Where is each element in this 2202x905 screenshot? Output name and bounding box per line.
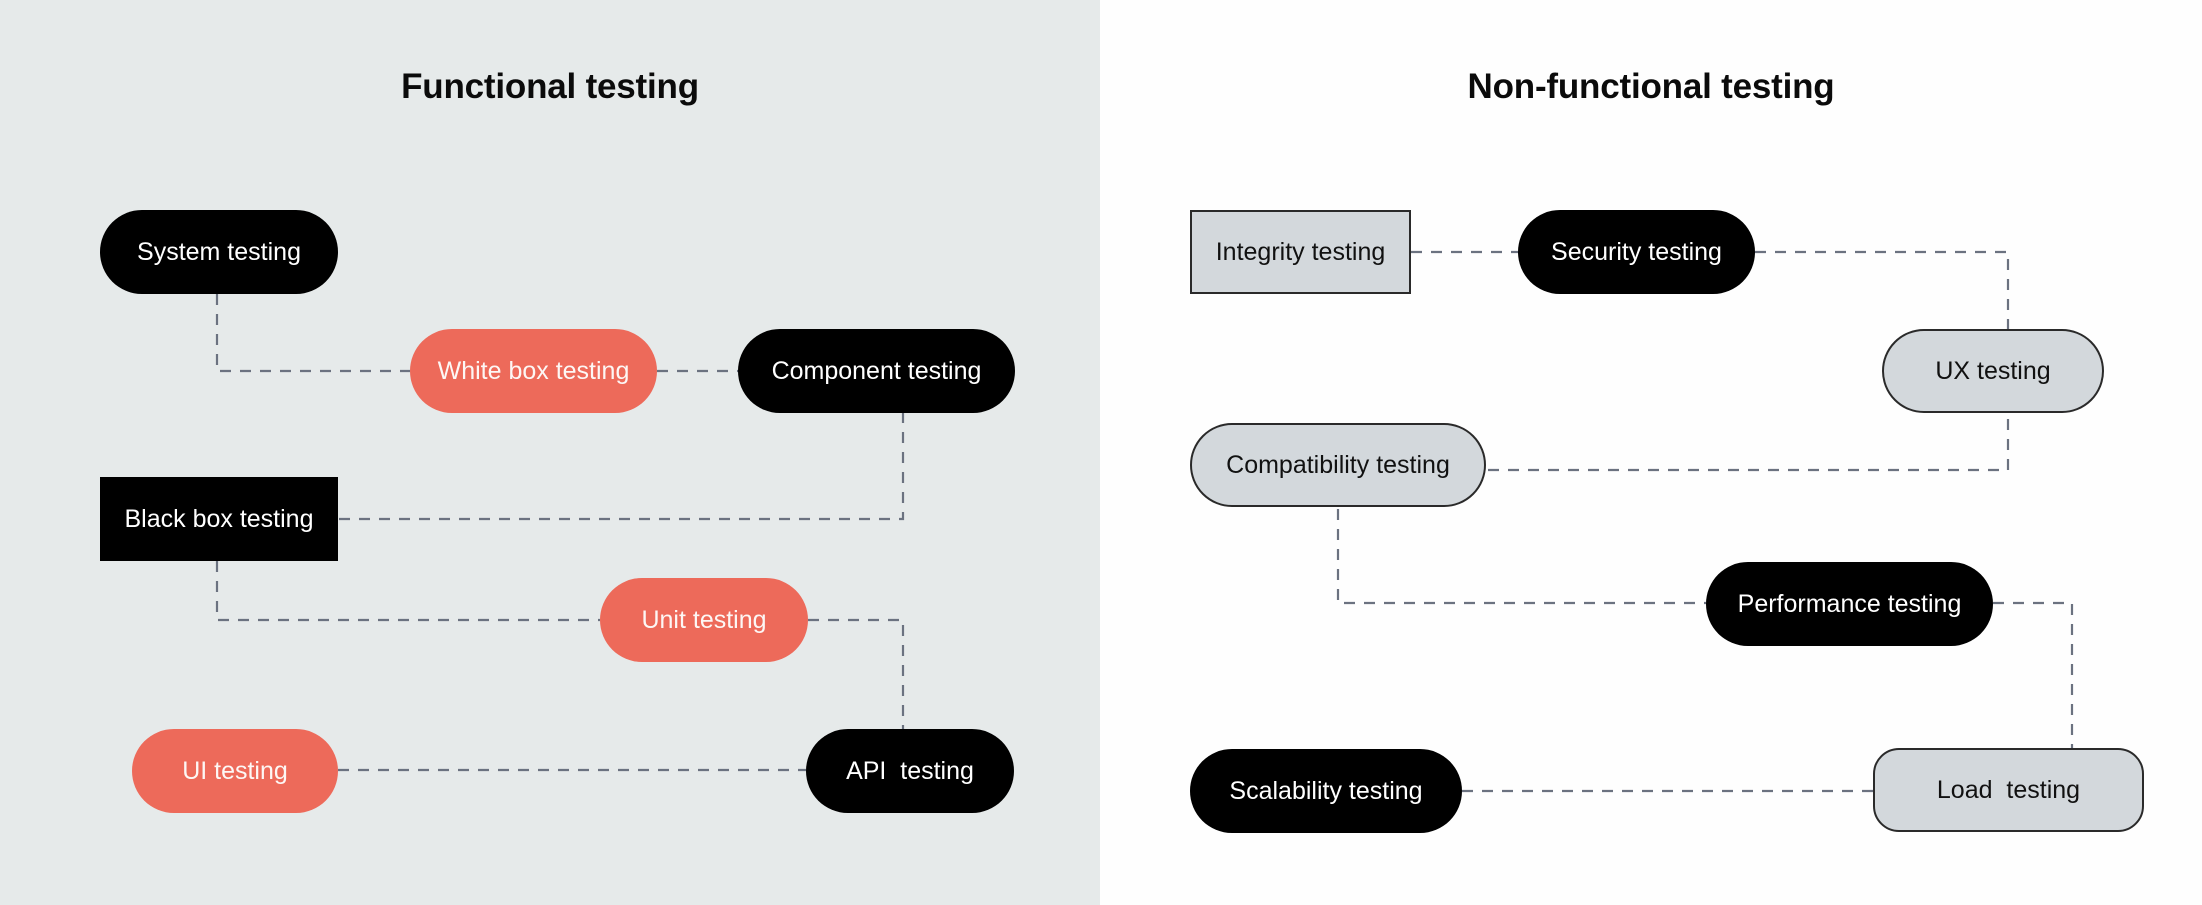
node-label: UI testing: [182, 757, 288, 785]
node-load-testing[interactable]: Load testing: [1873, 748, 2144, 832]
node-label: Scalability testing: [1229, 777, 1423, 805]
node-integrity-testing[interactable]: Integrity testing: [1190, 210, 1411, 294]
node-label: System testing: [137, 238, 301, 266]
node-system-testing[interactable]: System testing: [100, 210, 338, 294]
node-label: Integrity testing: [1215, 238, 1386, 266]
node-label: Security testing: [1551, 238, 1722, 266]
node-ux-testing[interactable]: UX testing: [1882, 329, 2104, 413]
node-label: White box testing: [437, 357, 630, 385]
node-label: API testing: [846, 757, 974, 785]
node-black-box-testing[interactable]: Black box testing: [100, 477, 338, 561]
node-label: Load testing: [1936, 776, 2081, 804]
node-label: Black box testing: [124, 505, 314, 533]
node-label: Unit testing: [641, 606, 767, 634]
node-label: UX testing: [1935, 357, 2051, 385]
node-scalability-testing[interactable]: Scalability testing: [1190, 749, 1462, 833]
node-ui-testing[interactable]: UI testing: [132, 729, 338, 813]
node-compatibility-testing[interactable]: Compatibility testing: [1190, 423, 1486, 507]
node-performance-testing[interactable]: Performance testing: [1706, 562, 1993, 646]
node-security-testing[interactable]: Security testing: [1518, 210, 1755, 294]
panel-title-non-functional: Non-functional testing: [1467, 67, 1835, 106]
node-white-box-testing[interactable]: White box testing: [410, 329, 657, 413]
node-label: Compatibility testing: [1226, 451, 1450, 479]
node-label: Component testing: [771, 357, 982, 385]
panel-title-functional: Functional testing: [401, 67, 699, 106]
node-api-testing[interactable]: API testing: [806, 729, 1014, 813]
node-unit-testing[interactable]: Unit testing: [600, 578, 808, 662]
node-component-testing[interactable]: Component testing: [738, 329, 1015, 413]
node-label: Performance testing: [1737, 590, 1962, 618]
